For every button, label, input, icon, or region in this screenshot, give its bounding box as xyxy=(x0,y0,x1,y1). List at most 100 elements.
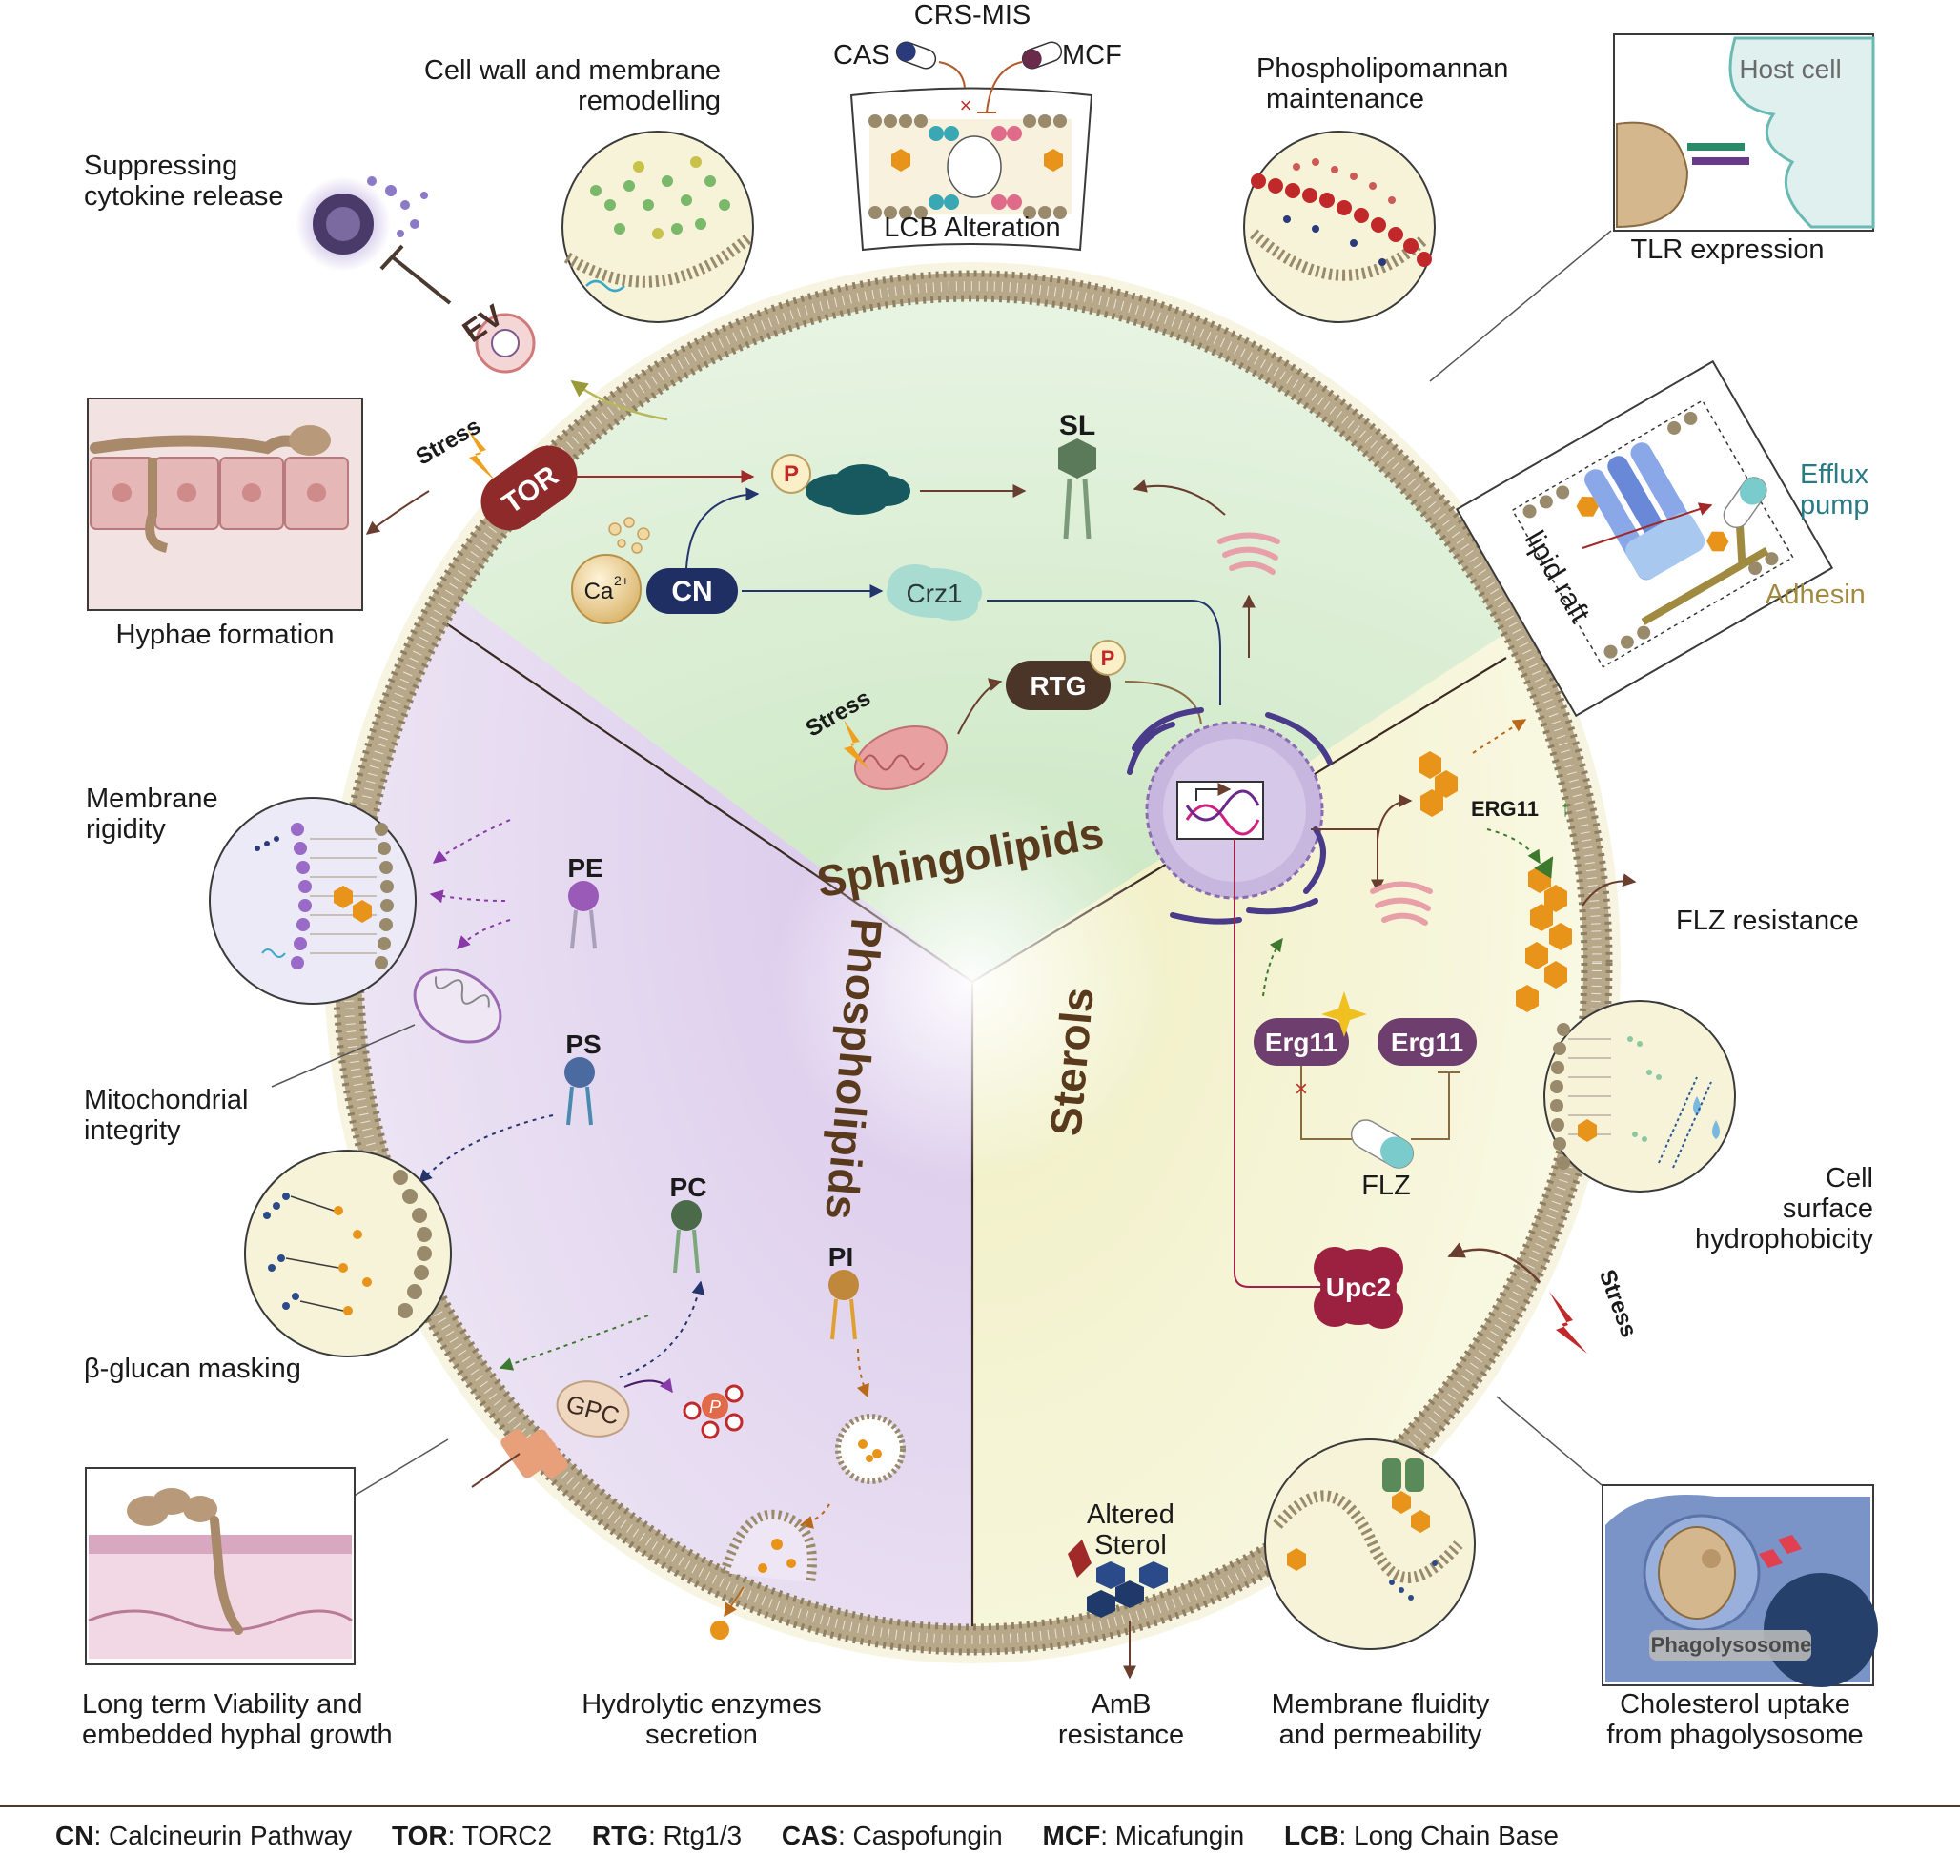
legend-item-cn: CN: Calcineurin Pathway xyxy=(55,1821,353,1850)
tor-complex xyxy=(480,445,578,531)
efflux-pill-icon xyxy=(1723,477,1767,529)
stress-lightning-icon-3 xyxy=(1549,1292,1587,1354)
ev-inhibition-line xyxy=(391,255,452,305)
secretory-vesicle xyxy=(835,1414,906,1484)
rtg-phosphate xyxy=(1090,640,1126,676)
tlr-host-cell-panel xyxy=(1429,33,1875,382)
cas-pill-icon xyxy=(895,41,937,70)
beta-glucan-masking-label: β-glucan masking xyxy=(84,1354,301,1384)
membrane-fluidity-inset xyxy=(1264,1438,1476,1650)
upc2-label: Upc2 xyxy=(1326,1273,1391,1302)
ps-label: PS xyxy=(565,1030,601,1059)
pc-lipid-icon xyxy=(671,1200,702,1274)
membrane-rigidity-inset xyxy=(209,797,417,1005)
cn-label: CN xyxy=(671,576,712,607)
rtg-label: RTG xyxy=(1030,671,1086,701)
hyphae-formation-panel xyxy=(87,398,363,611)
pi-label: PI xyxy=(828,1242,853,1272)
legend-item-mcf: MCF: Micafungin xyxy=(1042,1821,1245,1850)
ca-charge-label: 2+ xyxy=(614,573,629,588)
ps-lipid-icon xyxy=(564,1057,595,1126)
ergosterol-molecules xyxy=(1419,751,1572,1012)
erg11-complex-right xyxy=(1378,1018,1477,1066)
crs-mis-panel: × xyxy=(849,41,1093,252)
stress-lightning-icon-2 xyxy=(844,720,869,770)
legend-divider xyxy=(0,1805,1960,1807)
secreted-enzyme xyxy=(710,1621,729,1640)
upc2-to-nucleus-line xyxy=(1234,839,1325,1288)
legend-item-cas: CAS: Caspofungin xyxy=(781,1821,1003,1850)
golgi-icon-top xyxy=(1217,532,1280,575)
svg-text:×: × xyxy=(1295,1076,1308,1102)
phagolysosome-label: Phagolysosome xyxy=(1651,1633,1812,1657)
upc2-blob xyxy=(1314,1247,1403,1329)
crz1-label: Crz1 xyxy=(906,579,962,608)
sl-label: SL xyxy=(1059,410,1095,441)
pi-lipid-icon xyxy=(828,1270,859,1340)
cell-wall-remodelling-inset xyxy=(561,131,754,323)
erg11-up-label: ERG11 xyxy=(1471,797,1539,821)
mcf-pill-icon xyxy=(1021,41,1063,70)
host-cell-label: Host cell xyxy=(1739,54,1841,84)
flz-resistance-label: FLZ resistance xyxy=(1676,906,1859,936)
sl-lipid-icon xyxy=(1058,438,1096,540)
lipid-raft-panel xyxy=(1455,359,1834,718)
crs-mis-label: CRS-MIS xyxy=(913,0,1031,31)
up-arrow-icon: ↑ xyxy=(1560,796,1571,822)
pe-lipid-icon xyxy=(568,881,599,949)
pc-label: PC xyxy=(670,1172,707,1202)
golgi-icon-bottom xyxy=(1370,881,1433,926)
phosphate-badge xyxy=(771,454,811,494)
membrane-heads-inner xyxy=(357,295,1588,1631)
phosphate-label: P xyxy=(784,461,799,487)
rtg-complex xyxy=(1006,661,1111,710)
ev-vesicle-icon xyxy=(475,313,536,374)
exocytosis-bud xyxy=(720,1509,817,1583)
hyphae-formation-label: Hyphae formation xyxy=(115,620,335,650)
flz-pill-icon xyxy=(1350,1119,1415,1169)
legend-item-tor: TOR: TORC2 xyxy=(392,1821,553,1850)
tlr-expression-label: TLR expression xyxy=(1630,234,1825,265)
crz1-blob xyxy=(887,564,982,621)
adhesin-label: Adhesin xyxy=(1766,580,1866,610)
membrane-channel-icon xyxy=(500,1429,568,1478)
erg11-label-left: Erg11 xyxy=(1265,1028,1337,1057)
ca-label: Ca xyxy=(584,579,614,604)
legend-item-rtg: RTG: Rtg1/3 xyxy=(591,1821,743,1850)
erg11-star-icon xyxy=(1321,991,1367,1037)
pe-label: PE xyxy=(567,853,602,883)
mitochondrion-icon-top xyxy=(853,725,949,790)
erg11-label-right: Erg11 xyxy=(1391,1028,1463,1057)
mcf-label: MCF xyxy=(1062,40,1122,71)
cas-label: CAS xyxy=(833,40,890,71)
gpc-blob xyxy=(556,1380,630,1438)
erg11-complex-left xyxy=(1254,1018,1349,1066)
phosphate-atom-label: P xyxy=(709,1397,721,1417)
long-term-viability-panel xyxy=(85,1467,356,1665)
cell-sectors xyxy=(348,286,1597,1640)
phagolysosome-panel xyxy=(1496,1396,1878,1687)
svg-text:×: × xyxy=(960,93,972,117)
beta-glucan-inset xyxy=(244,1150,452,1357)
abbreviation-legend: CN: Calcineurin Pathway TOR: TORC2 RTG: … xyxy=(55,1821,1591,1851)
immune-cell-icon xyxy=(296,176,428,272)
phosphate-molecule-icon xyxy=(683,1384,744,1439)
nucleus xyxy=(1145,721,1324,900)
mitochondrion-icon-left xyxy=(413,968,502,1044)
ceramide-synthase-blob xyxy=(806,464,910,515)
rtg-phosphate-label: P xyxy=(1101,646,1115,670)
phospholipomannan-inset xyxy=(1243,131,1436,323)
